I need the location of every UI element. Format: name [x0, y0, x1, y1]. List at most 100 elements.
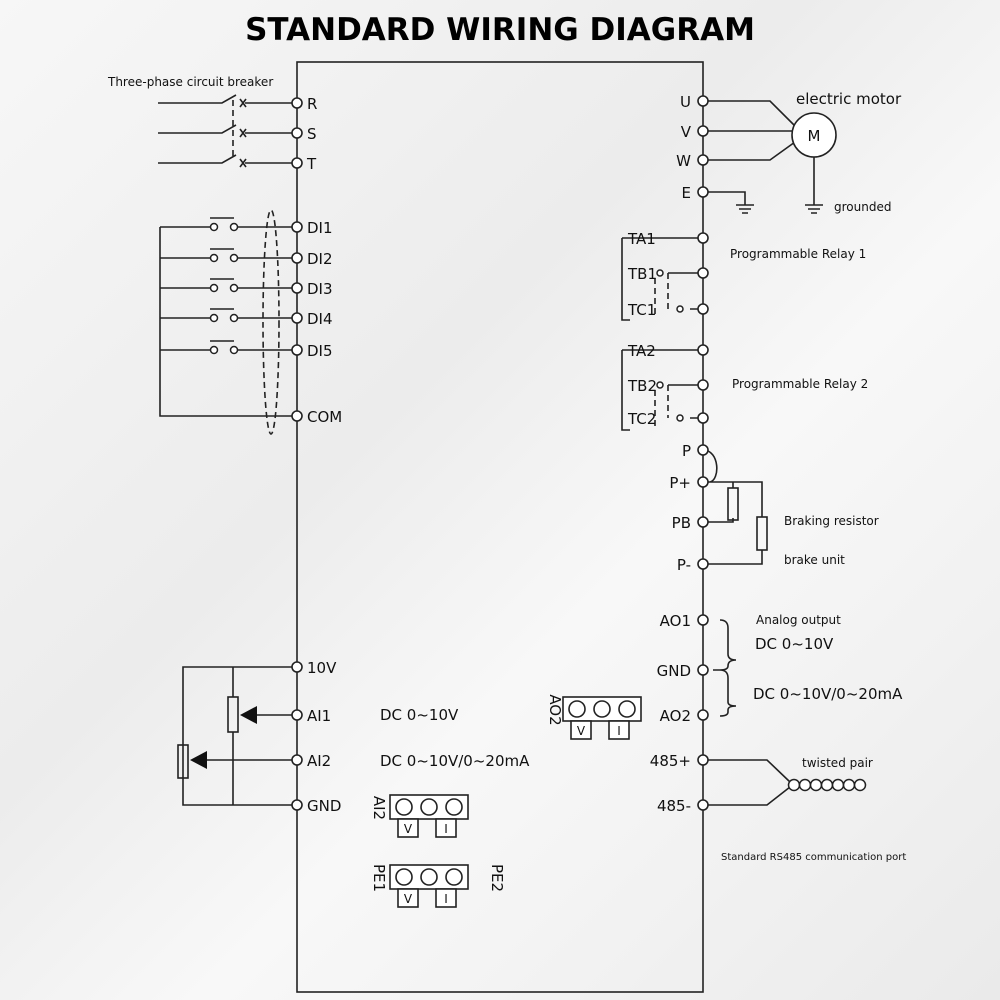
jumper-i-label: I	[617, 724, 621, 738]
jumper-v-label: V	[404, 822, 413, 836]
terminal-label: DI2	[307, 250, 333, 268]
terminal-left-digital-1	[291, 252, 303, 264]
digital-input-switches	[159, 209, 297, 435]
twisted-pair	[703, 759, 867, 806]
terminal-label: TA1	[627, 230, 656, 248]
terminal-right-brake-1	[697, 476, 709, 488]
terminal-right-motor-3	[697, 186, 709, 198]
terminal-label: 10V	[307, 659, 337, 677]
terminal-right-relay1-1	[697, 267, 709, 279]
terminal-right-brake-0	[697, 444, 709, 456]
ai1-note: DC 0~10V	[380, 706, 459, 724]
terminal-label: DI3	[307, 280, 333, 298]
terminal-left-digital-4	[291, 344, 303, 356]
terminal-label: PB	[672, 514, 691, 532]
jumper-name: AO2	[546, 694, 564, 725]
motor-symbol: M	[808, 127, 821, 145]
brace	[713, 619, 737, 717]
ground-label: grounded	[834, 200, 891, 214]
terminal-label: AO1	[660, 612, 691, 630]
terminal-left-power-1	[291, 127, 303, 139]
motor-label: electric motor	[796, 90, 902, 108]
terminal-right-brake-3	[697, 558, 709, 570]
rs485-label: Standard RS485 communication port	[721, 852, 906, 863]
jumper-v-label: V	[404, 892, 413, 906]
jumper-ai2[interactable]: V I AI2	[370, 794, 469, 838]
terminal-right-relay1-2	[697, 303, 709, 315]
terminal-label: 485+	[650, 752, 691, 770]
terminal-right-motor-0	[697, 95, 709, 107]
terminal-right-motor-1	[697, 125, 709, 137]
terminal-right-brake-2	[697, 516, 709, 528]
jumper-pe[interactable]: V I PE1	[370, 864, 469, 908]
ground-icon	[736, 204, 823, 214]
terminal-label: AI1	[307, 707, 331, 725]
terminal-label: AI2	[307, 752, 331, 770]
circuit-breaker	[158, 94, 297, 168]
terminal-label: TC2	[627, 410, 656, 428]
terminal-label: TA2	[627, 342, 656, 360]
terminal-label: W	[676, 152, 691, 170]
breaker-label: Three-phase circuit breaker	[107, 75, 273, 89]
terminal-label: 485-	[657, 797, 691, 815]
terminal-left-digital-5	[291, 410, 303, 422]
ai2-note: DC 0~10V/0~20mA	[380, 752, 530, 770]
electric-motor: M	[703, 100, 837, 214]
terminal-right-relay2-2	[697, 412, 709, 424]
terminal-left-digital-0	[291, 221, 303, 233]
jumper-v-label: V	[577, 724, 586, 738]
terminal-left-analog-3	[291, 799, 303, 811]
potentiometers	[177, 666, 297, 806]
terminal-right-analog_out-1	[697, 664, 709, 676]
terminal-left-analog-2	[291, 754, 303, 766]
diagram-title: STANDARD WIRING DIAGRAM	[245, 12, 755, 48]
inverter-body	[296, 61, 704, 993]
terminal-right-relay2-1	[697, 379, 709, 391]
terminal-label: P	[682, 442, 691, 460]
terminal-label: U	[680, 93, 691, 111]
jumper-name: AI2	[370, 796, 388, 820]
terminal-right-analog_out-0	[697, 614, 709, 626]
twisted-pair-label: twisted pair	[802, 756, 873, 770]
terminal-label: DI1	[307, 219, 333, 237]
braking-resistor	[702, 449, 768, 565]
terminal-label: TB1	[627, 265, 657, 283]
shield-cable	[262, 209, 280, 435]
ao1-note: DC 0~10V	[755, 635, 834, 653]
jumper-ao2[interactable]: V I AO2	[546, 694, 642, 740]
terminal-right-motor-2	[697, 154, 709, 166]
terminal-label: COM	[307, 408, 342, 426]
relay-contacts	[621, 237, 703, 431]
terminal-label: GND	[657, 662, 691, 680]
terminal-label: DI5	[307, 342, 333, 360]
analog-output-label: Analog output	[756, 613, 841, 627]
relay1-label: Programmable Relay 1	[730, 247, 866, 261]
relay2-label: Programmable Relay 2	[732, 377, 868, 391]
terminal-label: P-	[677, 556, 691, 574]
brake-unit-label: brake unit	[784, 553, 845, 567]
jumper-i-label: I	[444, 822, 448, 836]
terminal-left-digital-3	[291, 312, 303, 324]
terminal-right-relay2-0	[697, 344, 709, 356]
jumper-i-label: I	[444, 892, 448, 906]
jumper-name-pe2: PE2	[488, 864, 506, 892]
terminal-label: S	[307, 125, 317, 143]
terminal-label: TB2	[627, 377, 657, 395]
terminal-left-analog-0	[291, 661, 303, 673]
terminal-label: R	[307, 95, 317, 113]
terminal-label: P+	[669, 474, 691, 492]
terminal-left-power-2	[291, 157, 303, 169]
ao2-note: DC 0~10V/0~20mA	[753, 685, 903, 703]
terminal-right-relay1-0	[697, 232, 709, 244]
terminal-left-analog-1	[291, 709, 303, 721]
terminal-left-power-0	[291, 97, 303, 109]
terminal-label: V	[681, 123, 692, 141]
terminal-label: AO2	[660, 707, 691, 725]
jumper-name: PE1	[370, 864, 388, 892]
terminal-label: T	[306, 155, 317, 173]
terminal-left-digital-2	[291, 282, 303, 294]
brake-resistor-label: Braking resistor	[784, 514, 879, 528]
terminal-right-rs485-1	[697, 799, 709, 811]
